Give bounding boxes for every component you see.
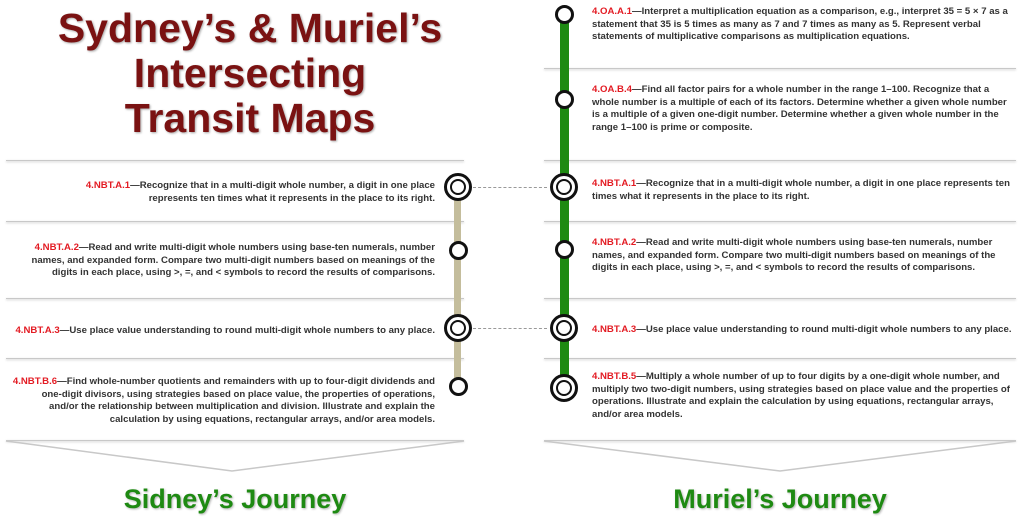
standard-text: —Find all factor pairs for a whole numbe… — [592, 84, 1007, 133]
standard-code: 4.OA.A.1 — [592, 6, 632, 17]
separator — [6, 160, 464, 161]
standard-text: —Multiply a whole number of up to four d… — [592, 371, 1010, 420]
station-node — [444, 173, 472, 201]
separator — [544, 440, 1016, 441]
separator — [6, 221, 464, 222]
standard-code: 4.NBT.B.6 — [12, 376, 58, 387]
standard-code: 4.OA.B.4 — [592, 84, 632, 95]
station-node — [555, 240, 574, 259]
standard-text: —Find whole-number quotients and remaind… — [41, 376, 435, 425]
standard-text: —Read and write multi-digit whole number… — [31, 242, 435, 278]
standard-code: 4.NBT.B.5 — [592, 371, 637, 382]
chevron-down-icon — [543, 440, 1017, 472]
standard-code: 4.NBT.A.3 — [592, 324, 637, 335]
separator — [544, 298, 1016, 299]
standard-entry: 4.NBT.A.3—Use place value understanding … — [8, 325, 435, 338]
station-node — [550, 374, 578, 402]
shared-station-connector — [473, 187, 547, 188]
station-node — [449, 241, 468, 260]
journey-label: Sidney’s Journey — [123, 484, 347, 514]
standard-entry: 4.NBT.B.6—Find whole-number quotients an… — [10, 376, 435, 426]
separator — [544, 221, 1016, 222]
title-line: Sydney’s & Muriel’s — [57, 5, 443, 51]
sidney-track — [454, 187, 461, 387]
standard-text: —Recognize that in a multi-digit whole n… — [130, 180, 435, 204]
station-node — [555, 90, 574, 109]
standard-entry: 4.NBT.A.2—Read and write multi-digit who… — [592, 237, 1010, 275]
standard-code: 4.NBT.A.3 — [15, 325, 60, 336]
separator — [544, 160, 1016, 161]
station-node — [444, 314, 472, 342]
standard-text: —Use place value understanding to round … — [636, 324, 1012, 335]
standard-code: 4.NBT.A.1 — [85, 180, 131, 191]
chevron-down-icon — [5, 440, 465, 472]
journey-label: Muriel’s Journey — [673, 484, 887, 514]
separator — [6, 358, 464, 359]
title-line: Intersecting — [133, 50, 367, 96]
station-node — [550, 173, 578, 201]
shared-station-connector — [473, 328, 547, 329]
page-title: Sydney’s & Muriel’s Intersecting Transit… — [20, 6, 480, 141]
separator — [544, 358, 1016, 359]
standard-entry: 4.NBT.A.1—Recognize that in a multi-digi… — [60, 180, 435, 205]
standard-code: 4.NBT.A.1 — [592, 178, 637, 189]
station-node — [550, 314, 578, 342]
standard-entry: 4.NBT.A.2—Read and write multi-digit who… — [10, 242, 435, 280]
separator — [6, 298, 464, 299]
muriel-track — [560, 14, 569, 388]
station-node — [555, 5, 574, 24]
station-node — [449, 377, 468, 396]
standard-text: —Interpret a multiplication equation as … — [592, 6, 1008, 42]
standard-entry: 4.OA.B.4—Find all factor pairs for a who… — [592, 84, 1010, 134]
standard-entry: 4.OA.A.1—Interpret a multiplication equa… — [592, 6, 1010, 44]
standard-entry: 4.NBT.A.1—Recognize that in a multi-digi… — [592, 178, 1010, 203]
standard-text: —Recognize that in a multi-digit whole n… — [592, 178, 1010, 202]
separator — [544, 68, 1016, 69]
standard-code: 4.NBT.A.2 — [592, 237, 637, 248]
standard-code: 4.NBT.A.2 — [34, 242, 79, 253]
standard-entry: 4.NBT.A.3—Use place value understanding … — [592, 324, 1017, 337]
standard-text: —Read and write multi-digit whole number… — [592, 237, 996, 273]
title-line: Transit Maps — [124, 95, 376, 141]
standard-text: —Use place value understanding to round … — [59, 325, 435, 336]
separator — [6, 440, 464, 441]
standard-entry: 4.NBT.B.5—Multiply a whole number of up … — [592, 371, 1017, 421]
